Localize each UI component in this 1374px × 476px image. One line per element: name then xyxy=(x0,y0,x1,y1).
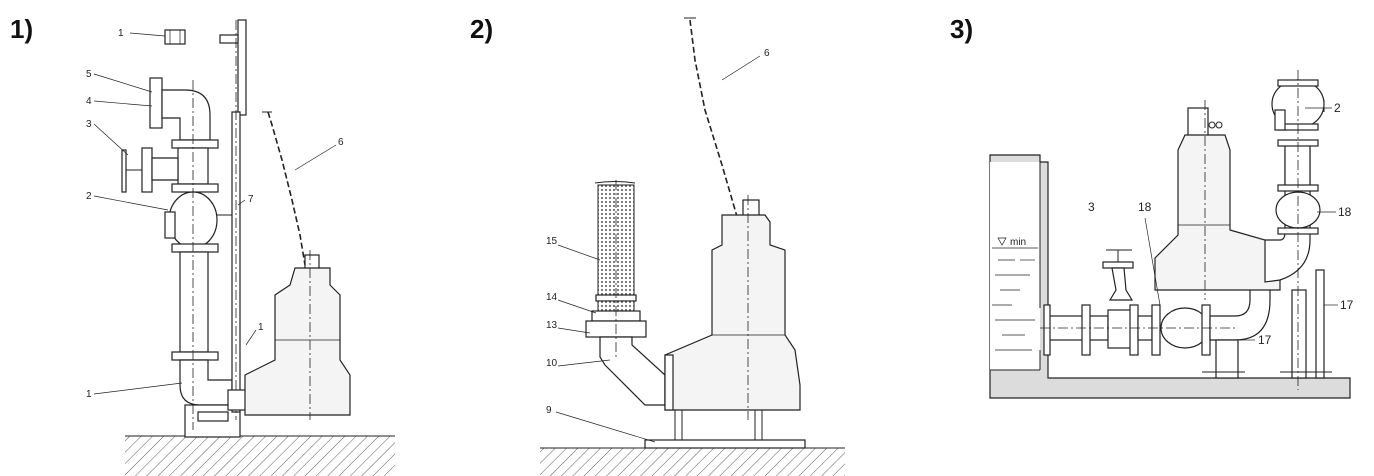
panel-3-label-17b: 17 xyxy=(1340,298,1354,312)
panel-3-drawing: min xyxy=(989,70,1354,399)
panel-2-drawing: 6 15 14 13 10 9 xyxy=(540,17,845,476)
panel-number-3: 3) xyxy=(950,14,974,44)
panel-2-label-14: 14 xyxy=(546,292,558,303)
panel-1-label-2: 2 xyxy=(86,191,92,202)
min-level-label: min xyxy=(1010,237,1026,248)
pump-body xyxy=(244,250,351,420)
panel-3-label-2: 2 xyxy=(1334,101,1341,115)
panel-2-label-15: 15 xyxy=(546,236,558,247)
vertical-pipe-assembly xyxy=(121,77,241,438)
panel-3-label-17a: 17 xyxy=(1258,333,1272,347)
panel-1-label-6: 6 xyxy=(338,137,344,148)
panel-2-label-6: 6 xyxy=(764,48,770,59)
horizontal-pipe-assembly xyxy=(1040,249,1271,379)
panel-1-label-4: 4 xyxy=(86,96,92,107)
pump-body xyxy=(1154,100,1281,300)
inlet-elbow xyxy=(599,336,666,406)
tank-structure xyxy=(989,154,1351,399)
panel-2: 2) xyxy=(460,0,900,476)
discharge-column xyxy=(1264,70,1332,390)
panel-1-label-5: 5 xyxy=(86,69,92,80)
leader-lines xyxy=(93,32,337,395)
lifting-chain xyxy=(689,19,739,221)
panel-1-drawing: 1 5 4 3 2 7 6 1 1 xyxy=(86,19,395,476)
panel-1-label-1c: 1 xyxy=(86,389,92,400)
lifting-chain xyxy=(267,111,306,266)
leader-lines xyxy=(555,55,761,443)
panel-3-label-3: 3 xyxy=(1088,200,1095,214)
panel-1-label-7: 7 xyxy=(248,194,254,205)
panel-number-1: 1) xyxy=(10,14,34,44)
panel-number-2: 2) xyxy=(470,14,494,44)
panel-3-label-18b: 18 xyxy=(1338,205,1352,219)
leader-lines xyxy=(1144,107,1338,341)
coupling-part xyxy=(164,29,186,45)
panel-1: 1) xyxy=(0,0,420,476)
panel-2-label-9: 9 xyxy=(546,405,552,416)
panel-1-label-1: 1 xyxy=(118,28,124,39)
panel-1-label-3: 3 xyxy=(86,119,92,130)
panel-3: 3) min xyxy=(940,0,1374,476)
panel-2-label-10: 10 xyxy=(546,358,558,369)
panel-2-label-13: 13 xyxy=(546,320,558,331)
pump-body xyxy=(664,195,801,440)
panel-3-label-18a: 18 xyxy=(1138,200,1152,214)
ground-hatching xyxy=(125,435,395,476)
ground-hatching xyxy=(540,439,845,476)
guide-rail xyxy=(219,19,249,420)
panel-1-label-1b: 1 xyxy=(258,322,264,333)
